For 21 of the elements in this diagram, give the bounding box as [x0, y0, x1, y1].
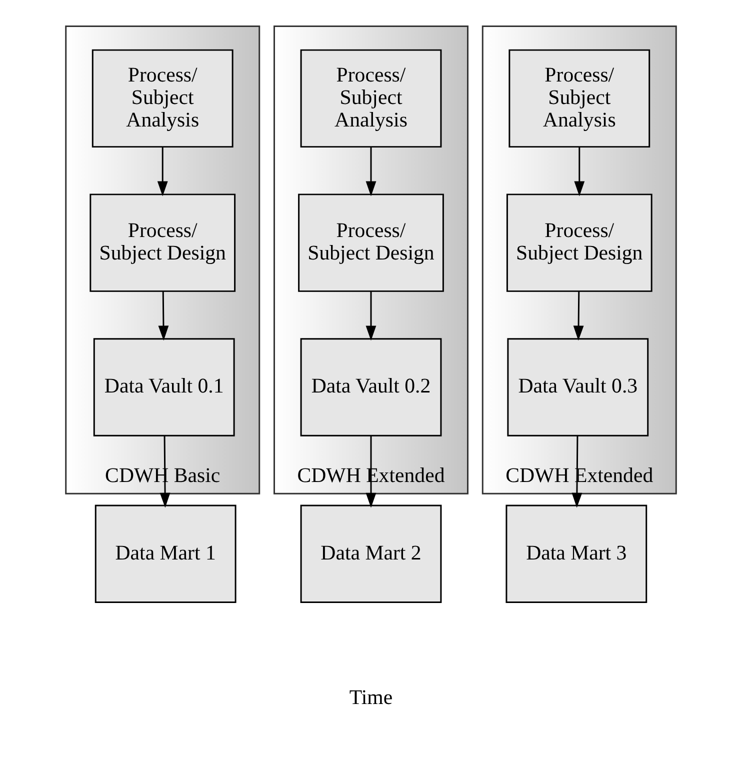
node-box: Process/ Subject Design: [298, 194, 444, 292]
node-box: Process/ Subject Analysis: [508, 49, 650, 148]
label: Time: [348, 684, 392, 709]
arrow: [571, 436, 582, 508]
arrow: [158, 291, 168, 341]
node-box: Process/ Subject Analysis: [300, 49, 442, 148]
node-box: Data Vault 0.1: [92, 338, 234, 436]
arrow: [156, 147, 168, 196]
arrow: [159, 436, 170, 508]
node-box: Data Mart 1: [94, 504, 236, 604]
node-box: Process/ Subject Analysis: [91, 49, 233, 148]
node-box: Process/ Subject Design: [506, 194, 652, 292]
node-box: Data Vault 0.2: [300, 338, 442, 436]
arrow: [365, 291, 376, 341]
node-box: Process/ Subject Design: [89, 194, 236, 292]
node-box: Data Mart 3: [505, 504, 647, 604]
arrow: [365, 147, 376, 196]
arrow: [574, 147, 584, 196]
node-box: Data Vault 0.3: [506, 338, 648, 436]
node-box: Data Mart 2: [300, 504, 442, 604]
arrow: [572, 291, 584, 341]
